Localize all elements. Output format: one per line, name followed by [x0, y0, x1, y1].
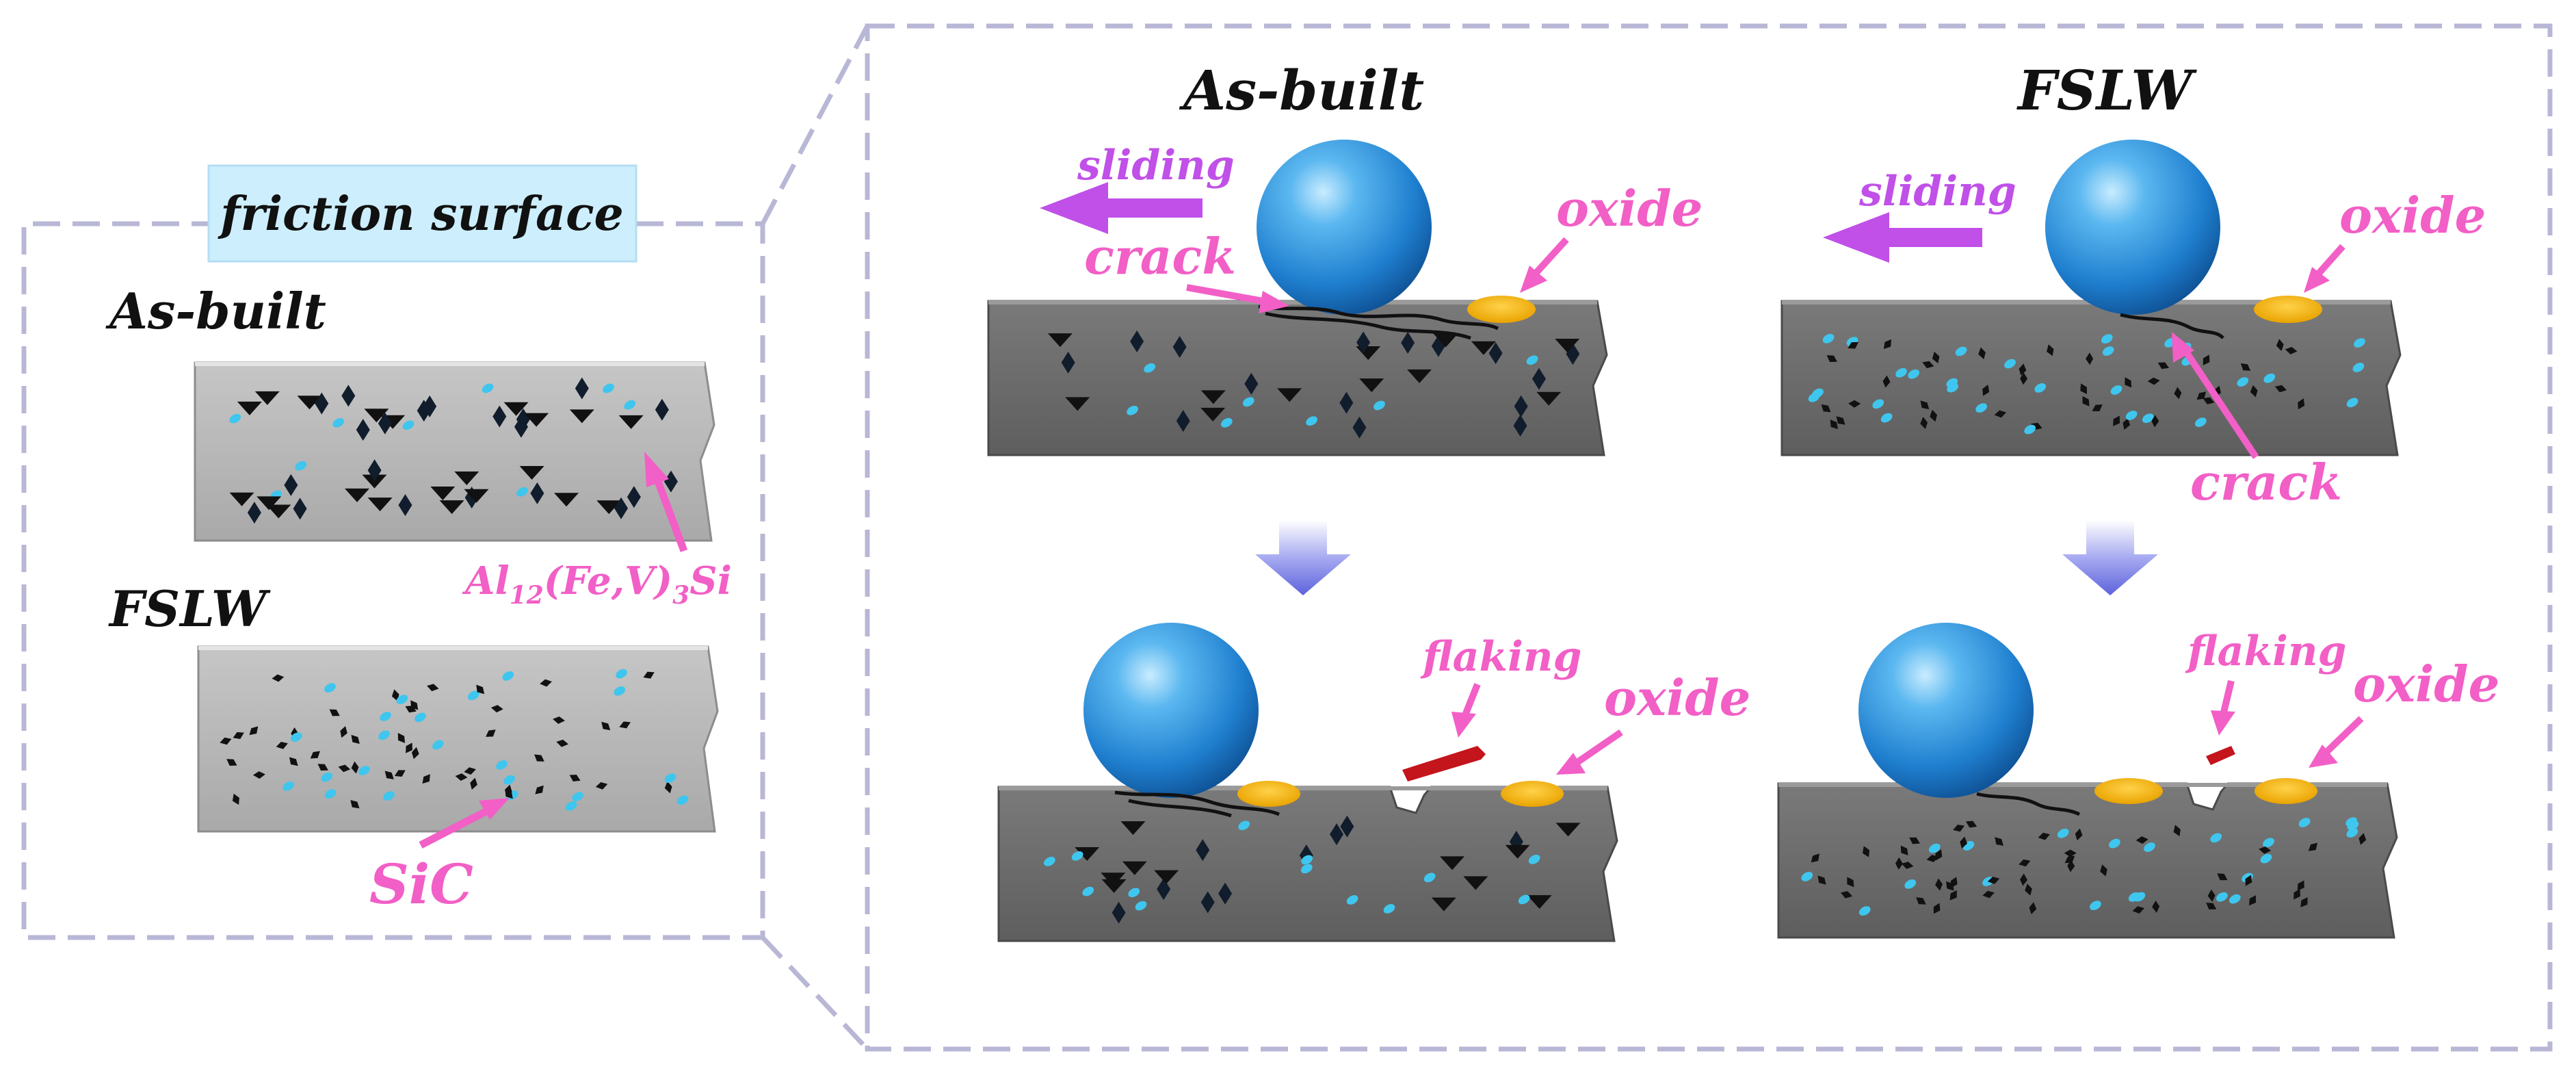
phase-label: Al12(Fe,V)3Si [462, 452, 732, 610]
counter-ball-asbuilt-top [1257, 140, 1432, 315]
surface-cracks [1114, 305, 2224, 818]
friction-surface-title: friction surface [207, 164, 638, 263]
counter-ball-fslw-bottom [1858, 623, 2034, 798]
sic-label-text: SiC [369, 852, 473, 916]
crack-label-asbuilt: crack [1084, 227, 1236, 285]
counter-ball-fslw-top [2045, 140, 2220, 315]
flake-fslw [2206, 746, 2235, 765]
oxide-fslw-top [2254, 296, 2322, 323]
oxide-label-asbuilt-top: oxide [1556, 179, 1703, 237]
left-particles-asbuilt-upper [229, 377, 669, 441]
oxide-fslw-bottom-2 [2255, 778, 2317, 804]
left-dashed-frame [21, 221, 765, 940]
down-arrow-asbuilt [1255, 520, 1351, 595]
sliding-label-asbuilt: sliding [1077, 142, 1235, 190]
oxide-label-asbuilt-bottom: oxide [1604, 669, 1750, 727]
flaking-arrow-asbuilt [1451, 683, 1481, 738]
left-substrate-bars [194, 361, 719, 833]
sliding-label-fslw: sliding [1858, 168, 2016, 216]
right-bar-fslw-top [1780, 300, 2402, 456]
oxide-fslw-bottom-1 [2094, 778, 2163, 804]
sic-label: SiC [369, 798, 510, 916]
oxide-arrow-asbuilt-bottom [1556, 729, 1623, 775]
left-particles-fslw [220, 669, 689, 811]
phase-sub1: 12 [510, 581, 544, 610]
oxide-label-fslw-top: oxide [2339, 186, 2486, 244]
counter-ball-asbuilt-bottom [1083, 623, 1259, 798]
phase-label-text: Al12(Fe,V)3Si [462, 558, 732, 610]
oxide-arrow-fslw-top [2304, 244, 2345, 293]
right-particles-asbuilt-bottom [1044, 815, 1581, 924]
crack-arrow-asbuilt [1186, 284, 1289, 313]
phase-sub2: 3 [672, 581, 689, 610]
right-particles-asbuilt-top [1047, 330, 1580, 439]
right-dashed-frame [865, 23, 2553, 1052]
left-particles-asbuilt-lower [229, 459, 678, 524]
phase-suffix: Si [689, 558, 732, 604]
flaking-label-asbuilt: flaking [1420, 633, 1581, 681]
right-particles-fslw-top [1808, 333, 2365, 435]
right-substrate-bars [987, 300, 2402, 942]
col-title-asbuilt: As-built [1179, 58, 1424, 122]
left-bar-asbuilt [194, 361, 715, 542]
friction-surface-title-text: friction surface [218, 187, 624, 242]
down-arrow-fslw [2062, 520, 2158, 595]
sliding-arrow-fslw [1823, 212, 1982, 263]
right-bar-asbuilt-top [987, 300, 1608, 456]
oxide-asbuilt-top [1467, 296, 1536, 323]
sliding-arrow-asbuilt [1040, 182, 1202, 234]
oxide-asbuilt-bottom-1 [1237, 781, 1300, 807]
left-bar-fslw [197, 645, 719, 833]
right-bar-fslw-bottom [1777, 782, 2398, 939]
connector-lines [760, 25, 870, 1051]
flake-asbuilt [1402, 746, 1486, 781]
left-label-fslw: FSLW [108, 580, 271, 638]
flaking-arrow-fslw [2211, 680, 2235, 736]
crack-label-fslw: crack [2190, 453, 2342, 511]
right-particles-fslw-bottom [1801, 817, 2367, 916]
oxide-arrow-fslw-bottom [2309, 716, 2364, 768]
crack-arrow-fslw [2172, 332, 2259, 459]
oxide-asbuilt-bottom-2 [1501, 781, 1564, 807]
oxide-label-fslw-bottom: oxide [2353, 655, 2499, 713]
col-title-fslw: FSLW [2016, 58, 2197, 122]
phase-prefix: Al [462, 558, 510, 604]
phase-mid: (Fe,V) [544, 558, 672, 604]
left-label-asbuilt: As-built [105, 282, 326, 340]
flaking-label-fslw: flaking [2185, 628, 2346, 675]
oxide-arrow-asbuilt-top [1520, 237, 1569, 293]
